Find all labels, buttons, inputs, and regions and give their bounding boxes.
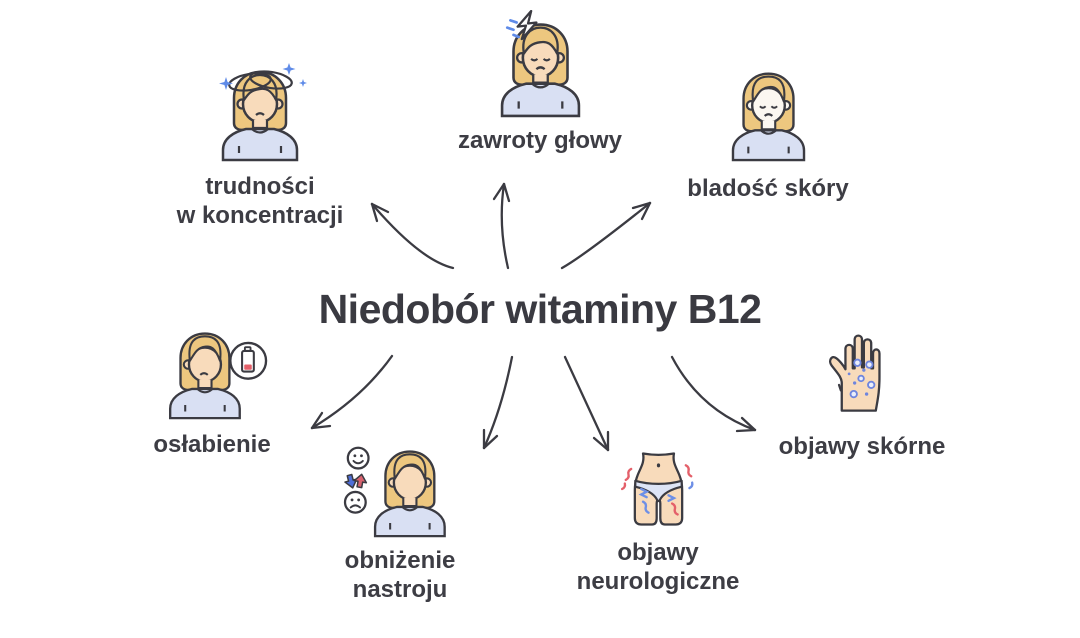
sad-face-icon [343, 490, 367, 514]
symptom-label: obniżenie nastroju [344, 547, 456, 604]
symptom-label: objawy skórne [778, 433, 946, 460]
mood-faces-woman-icon [343, 446, 446, 538]
rash-spots [847, 358, 876, 399]
low-battery-icon [229, 341, 268, 380]
pale-woman-icon [731, 72, 805, 162]
arrow-to-dizziness [492, 182, 511, 270]
down-up-arrows-icon [344, 473, 368, 489]
sparkle-icon [299, 79, 307, 87]
symptom-label: bladość skóry [687, 175, 849, 202]
arrow-to-concentration [370, 202, 455, 270]
symptom-concentration: trudności w koncentracji [160, 62, 360, 231]
tingling-legs-icon [620, 452, 694, 526]
symptom-dizziness: zawroty głowy [440, 10, 640, 155]
sparkle-icon [282, 63, 296, 75]
symptom-neurological: objawy neurologiczne [558, 448, 758, 597]
symptom-label: trudności w koncentracji [176, 173, 344, 230]
symptom-pale-skin: bladość skóry [668, 66, 868, 203]
happy-face-icon [346, 446, 370, 470]
lightning-icon [516, 10, 537, 41]
dizzy-woman-icon [219, 63, 307, 162]
low-battery-woman-icon [168, 332, 268, 420]
arrow-to-neurological [563, 355, 610, 452]
symptom-label: zawroty głowy [457, 127, 623, 154]
arrow-to-skin-symptoms [670, 355, 757, 433]
sparkle-icon [219, 77, 233, 90]
symptom-weakness: osłabienie [112, 326, 312, 459]
arrow-to-pale-skin [560, 201, 652, 270]
symptom-label: objawy neurologiczne [576, 539, 740, 596]
symptom-skin: objawy skórne [762, 326, 962, 461]
symptom-label: osłabienie [153, 431, 271, 458]
symptom-lowered-mood: obniżenie nastroju [295, 444, 505, 605]
headache-woman-icon [500, 10, 580, 118]
arrow-to-lowered-mood [482, 355, 514, 450]
page-title: Niedobór witaminy B12 [318, 286, 762, 332]
arrow-to-weakness [310, 354, 394, 430]
rash-hand-icon [829, 334, 881, 412]
